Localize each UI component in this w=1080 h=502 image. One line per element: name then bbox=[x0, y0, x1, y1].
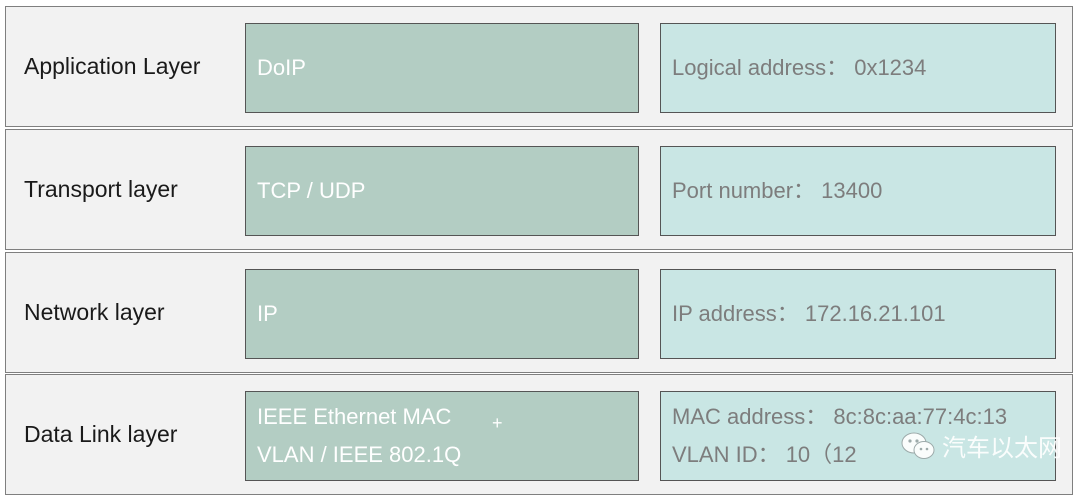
layer-row-network: Network layer IP IP address： 172.16.21.1… bbox=[5, 252, 1073, 373]
watermark-text: 汽车以太网 bbox=[942, 435, 1062, 462]
protocol-text: DoIP bbox=[257, 55, 306, 80]
wechat-icon bbox=[901, 432, 935, 459]
address-text: Port number： 13400 bbox=[672, 178, 883, 203]
layer-row-application: Application Layer DoIP Logical address： … bbox=[5, 6, 1073, 127]
layer-label: Transport layer bbox=[24, 176, 178, 202]
address-text: IP address： 172.16.21.101 bbox=[672, 301, 946, 326]
address-box: IP address： 172.16.21.101 bbox=[660, 269, 1056, 359]
protocol-text: TCP / UDP bbox=[257, 178, 366, 203]
protocol-box: IP bbox=[245, 269, 639, 359]
layer-row-datalink: Data Link layer IEEE Ethernet MAC VLAN /… bbox=[5, 374, 1073, 495]
protocol-box: DoIP bbox=[245, 23, 639, 113]
protocol-text: IEEE Ethernet MAC bbox=[257, 404, 452, 429]
layer-label: Network layer bbox=[24, 299, 165, 325]
address-text: MAC address： 8c:8c:aa:77:4c:13 bbox=[672, 404, 1008, 429]
address-box: Logical address： 0x1234 bbox=[660, 23, 1056, 113]
protocol-box: IEEE Ethernet MAC VLAN / IEEE 802.1Q bbox=[245, 391, 639, 481]
protocol-box: TCP / UDP bbox=[245, 146, 639, 236]
address-box: Port number： 13400 bbox=[660, 146, 1056, 236]
plus-sign: + bbox=[492, 413, 503, 433]
protocol-text: IP bbox=[257, 301, 278, 326]
layer-label: Data Link layer bbox=[24, 421, 178, 447]
layer-label: Application Layer bbox=[24, 53, 201, 79]
address-text: VLAN ID： 10（12 bbox=[672, 442, 857, 467]
address-text: Logical address： 0x1234 bbox=[672, 55, 927, 80]
protocol-text: VLAN / IEEE 802.1Q bbox=[257, 442, 462, 467]
address-box: MAC address： 8c:8c:aa:77:4c:13 VLAN ID： … bbox=[660, 391, 1056, 481]
layer-row-transport: Transport layer TCP / UDP Port number： 1… bbox=[5, 129, 1073, 250]
watermark: 汽车以太网 bbox=[900, 428, 1062, 463]
